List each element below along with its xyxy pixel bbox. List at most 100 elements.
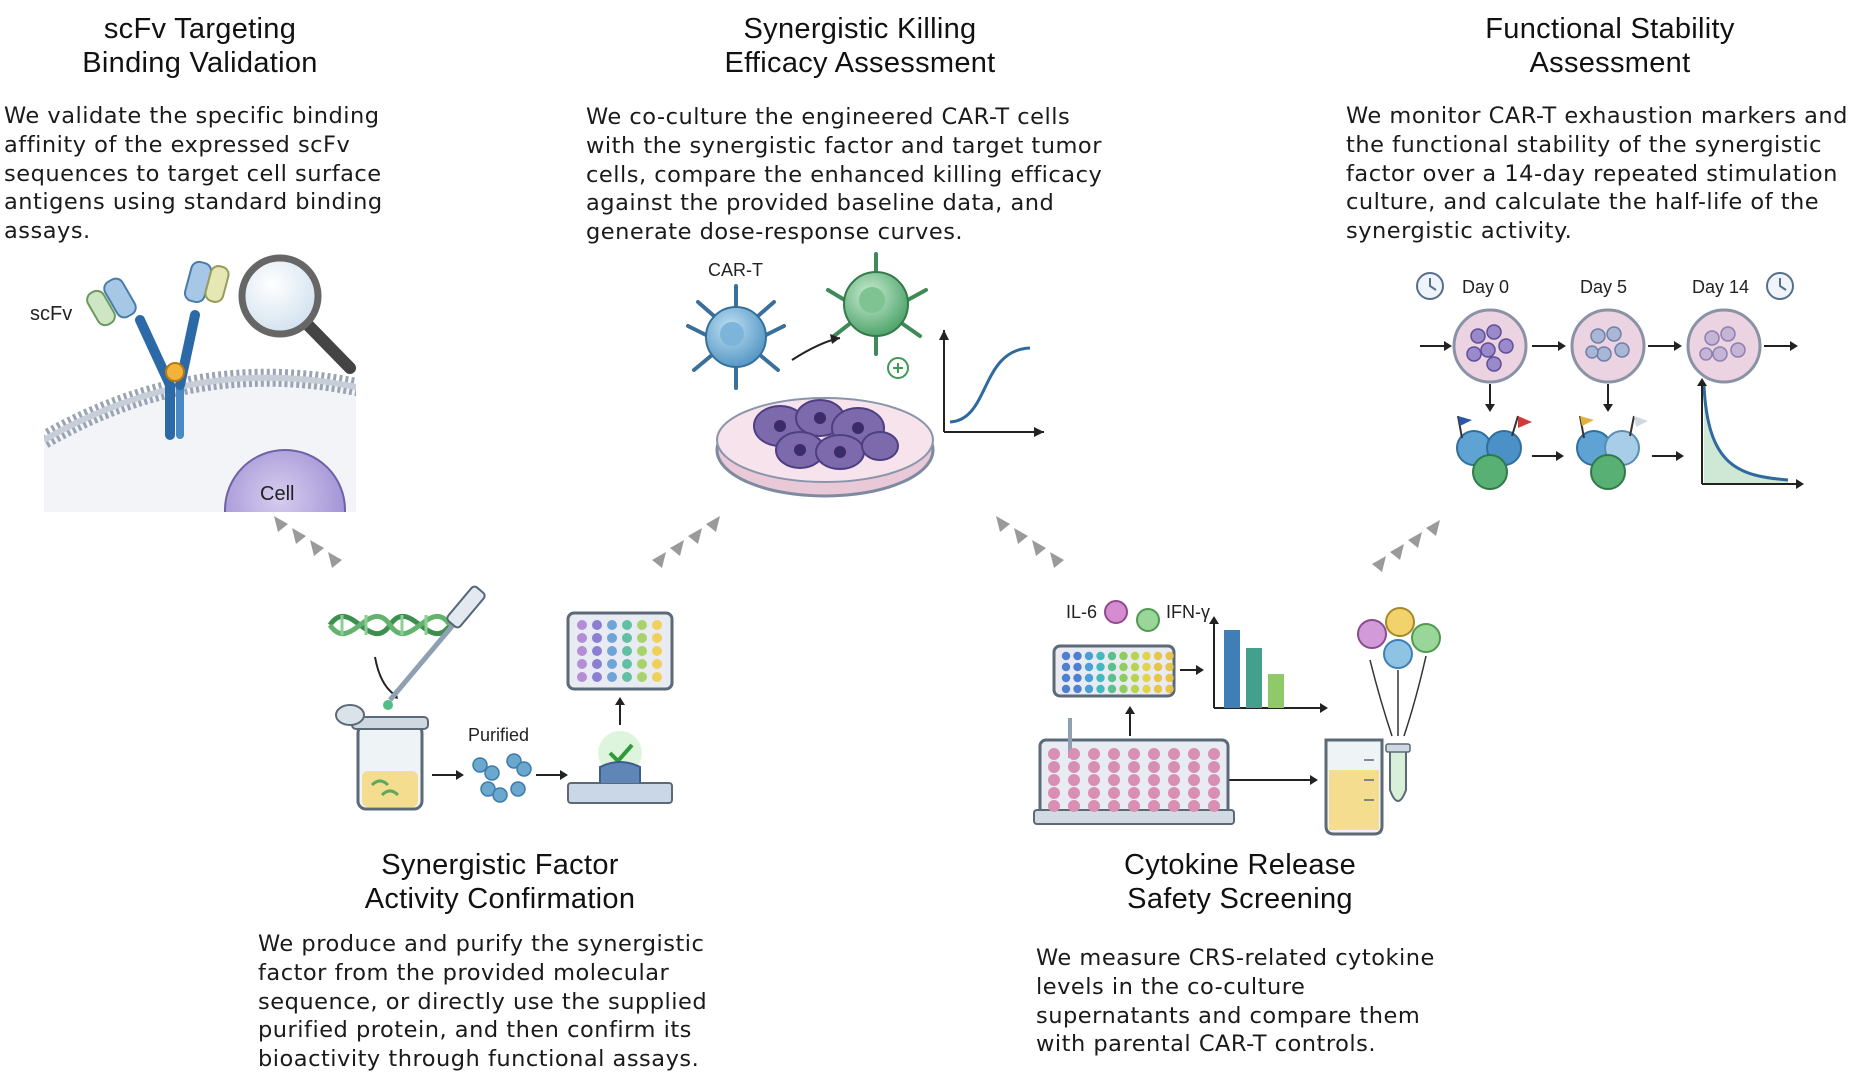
- activated-cart-cell-icon: [826, 252, 928, 356]
- clock-icon: [1766, 272, 1794, 300]
- well: [652, 646, 662, 656]
- well: [1153, 662, 1163, 672]
- well: [622, 646, 632, 656]
- well: [1088, 774, 1100, 786]
- well-plate-icon: [566, 611, 674, 691]
- desc-line: supernatants and compare them: [1036, 1002, 1421, 1029]
- connector-chevrons-2: [652, 516, 720, 568]
- well: [1108, 787, 1120, 799]
- desc-line: with the synergistic factor and target t…: [586, 132, 1102, 159]
- well: [1130, 651, 1140, 661]
- well: [1108, 748, 1120, 760]
- well: [652, 633, 662, 643]
- well: [1208, 787, 1220, 799]
- binding-assay-icon: [567, 731, 673, 804]
- purified-label: Purified: [468, 725, 529, 745]
- well: [1107, 684, 1117, 694]
- well: [1148, 800, 1160, 812]
- well: [1208, 800, 1220, 812]
- culture-plate-wells: [1048, 748, 1220, 812]
- il6-label: IL-6: [1066, 602, 1097, 622]
- well: [1096, 673, 1105, 683]
- dose-response-curve: [939, 330, 1044, 437]
- well: [1096, 662, 1105, 672]
- cytokine-title-line2: Safety Screening: [1127, 883, 1353, 915]
- well: [1130, 673, 1140, 683]
- connector-chevrons-3: [996, 516, 1064, 568]
- desc-line: assays.: [4, 218, 91, 245]
- well: [607, 672, 617, 682]
- well: [1108, 774, 1120, 786]
- well: [1188, 748, 1200, 760]
- well: [1165, 673, 1174, 683]
- desc-line: factor from the provided molecular: [258, 959, 670, 986]
- factor-description: We produce and purify the synergistic fa…: [258, 930, 738, 1074]
- well: [1068, 787, 1080, 799]
- well: [622, 672, 632, 682]
- well: [1088, 748, 1100, 760]
- exhaustion-marker-cells-day5: [1576, 415, 1648, 490]
- cell-label: Cell: [260, 483, 294, 505]
- well: [577, 659, 587, 669]
- well: [1128, 787, 1140, 799]
- flow-arrows: [1420, 341, 1798, 461]
- well: [1068, 774, 1080, 786]
- well: [1188, 787, 1200, 799]
- day5-dish: [1570, 308, 1646, 384]
- stability-title-line1: Functional Stability: [1485, 13, 1735, 45]
- desc-line: sequences to target cell surface: [4, 160, 382, 187]
- stability-description: We monitor CAR-T exhaustion markers and …: [1346, 102, 1856, 246]
- day0-label: Day 0: [1462, 277, 1509, 297]
- well: [1107, 651, 1117, 661]
- well: [1148, 774, 1160, 786]
- well: [1119, 684, 1128, 694]
- cart-cell-icon: [686, 284, 786, 390]
- well: [622, 620, 632, 630]
- beaker-icon: [1324, 738, 1384, 836]
- well: [1073, 673, 1082, 683]
- well: [1142, 684, 1151, 694]
- well: [1088, 761, 1100, 773]
- scfv-title-line1: scFv Targeting: [103, 13, 297, 45]
- day5-label: Day 5: [1580, 277, 1627, 297]
- well: [1142, 662, 1151, 672]
- well: [637, 659, 647, 669]
- dna-icon: [327, 614, 453, 636]
- well: [1068, 761, 1080, 773]
- well: [1119, 673, 1128, 683]
- well: [1168, 748, 1180, 760]
- scfv-title-line2: Binding Validation: [82, 47, 318, 79]
- killing-description: We co-culture the engineered CAR-T cells…: [586, 103, 1146, 247]
- connector-chevrons-1: [274, 516, 342, 568]
- cytokine-safety-illustration: IL-6 IFN-γ: [1033, 600, 1441, 836]
- il6-molecule-icon: [1104, 600, 1128, 624]
- flow-arrows: [1125, 665, 1318, 785]
- desc-line: synergistic activity.: [1346, 218, 1573, 245]
- well: [1188, 774, 1200, 786]
- elisa-plate-wells: [1061, 651, 1174, 694]
- killing-efficacy-illustration: CAR-T: [686, 252, 1044, 498]
- desc-line: culture, and calculate the half-life of …: [1346, 189, 1820, 216]
- day14-dish: [1686, 308, 1762, 384]
- well-plate-wells: [577, 620, 662, 682]
- cytokine-title-line1: Cytokine Release: [1123, 849, 1357, 881]
- well: [1130, 662, 1140, 672]
- well: [1165, 651, 1174, 661]
- well: [1084, 673, 1094, 683]
- tumor-petri-dish: [715, 397, 935, 498]
- well: [1165, 684, 1174, 694]
- desc-line: bioactivity through functional assays.: [258, 1046, 700, 1073]
- well: [1153, 673, 1163, 683]
- well: [652, 672, 662, 682]
- well: [592, 672, 602, 682]
- well: [1048, 787, 1060, 799]
- well: [1088, 800, 1100, 812]
- well: [1048, 800, 1060, 812]
- well: [1073, 662, 1082, 672]
- well: [1107, 673, 1117, 683]
- magnifying-glass-icon: [238, 254, 356, 374]
- day0-dish: [1452, 308, 1528, 384]
- well: [1208, 748, 1220, 760]
- well: [607, 646, 617, 656]
- well: [577, 633, 587, 643]
